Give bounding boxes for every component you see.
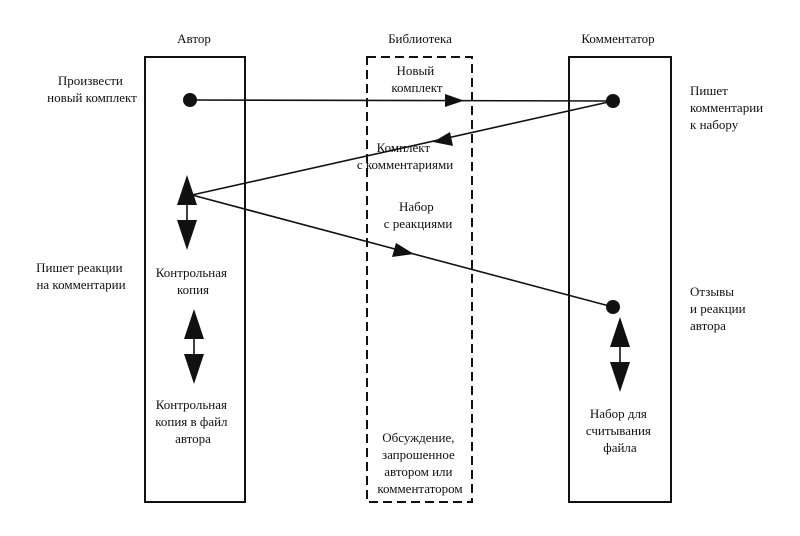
reviews-and-reactions-label: Отзывы и реакции автора (690, 284, 749, 333)
set-with-reactions-label: Набор с реакциями (384, 199, 453, 231)
column-author-header: Автор (177, 31, 211, 46)
library-column-box (366, 56, 473, 503)
author-start-dot (183, 93, 197, 107)
discussion-label: Обсуждение, запрошенное автором или комм… (377, 430, 462, 496)
control-copy-in-file-label: Контрольная копия в файл автора (155, 397, 231, 446)
reading-set-label: Набор для считывания файла (586, 406, 654, 455)
commentator-comments-dot (606, 94, 620, 108)
comments-flow-line (191, 100, 614, 196)
author-double-arrow-lower (184, 309, 204, 384)
commentator-reviews-dot (606, 300, 620, 314)
new-set-arrowhead (445, 94, 464, 107)
column-commentator-header: Комментатор (581, 31, 654, 46)
commentator-double-arrow (610, 317, 630, 392)
author-column-box (144, 56, 246, 503)
control-copy-label: Контрольная копия (156, 265, 231, 297)
produce-new-set-label: Произвести новый комплект (47, 73, 137, 105)
author-double-arrow-upper (177, 175, 197, 250)
set-with-comments-label: Комплект с комментариями (357, 140, 453, 172)
comments-arrowhead (433, 132, 453, 146)
new-set-flow-line (189, 99, 614, 102)
new-set-label: Новый комплект (391, 63, 442, 95)
reactions-arrowhead (392, 243, 414, 257)
writes-comments-label: Пишет комментарии к набору (690, 83, 766, 132)
writes-reactions-label: Пишет реакции на комментарии (36, 260, 126, 292)
commentator-column-box (568, 56, 672, 503)
column-library-header: Библиотека (388, 31, 452, 46)
